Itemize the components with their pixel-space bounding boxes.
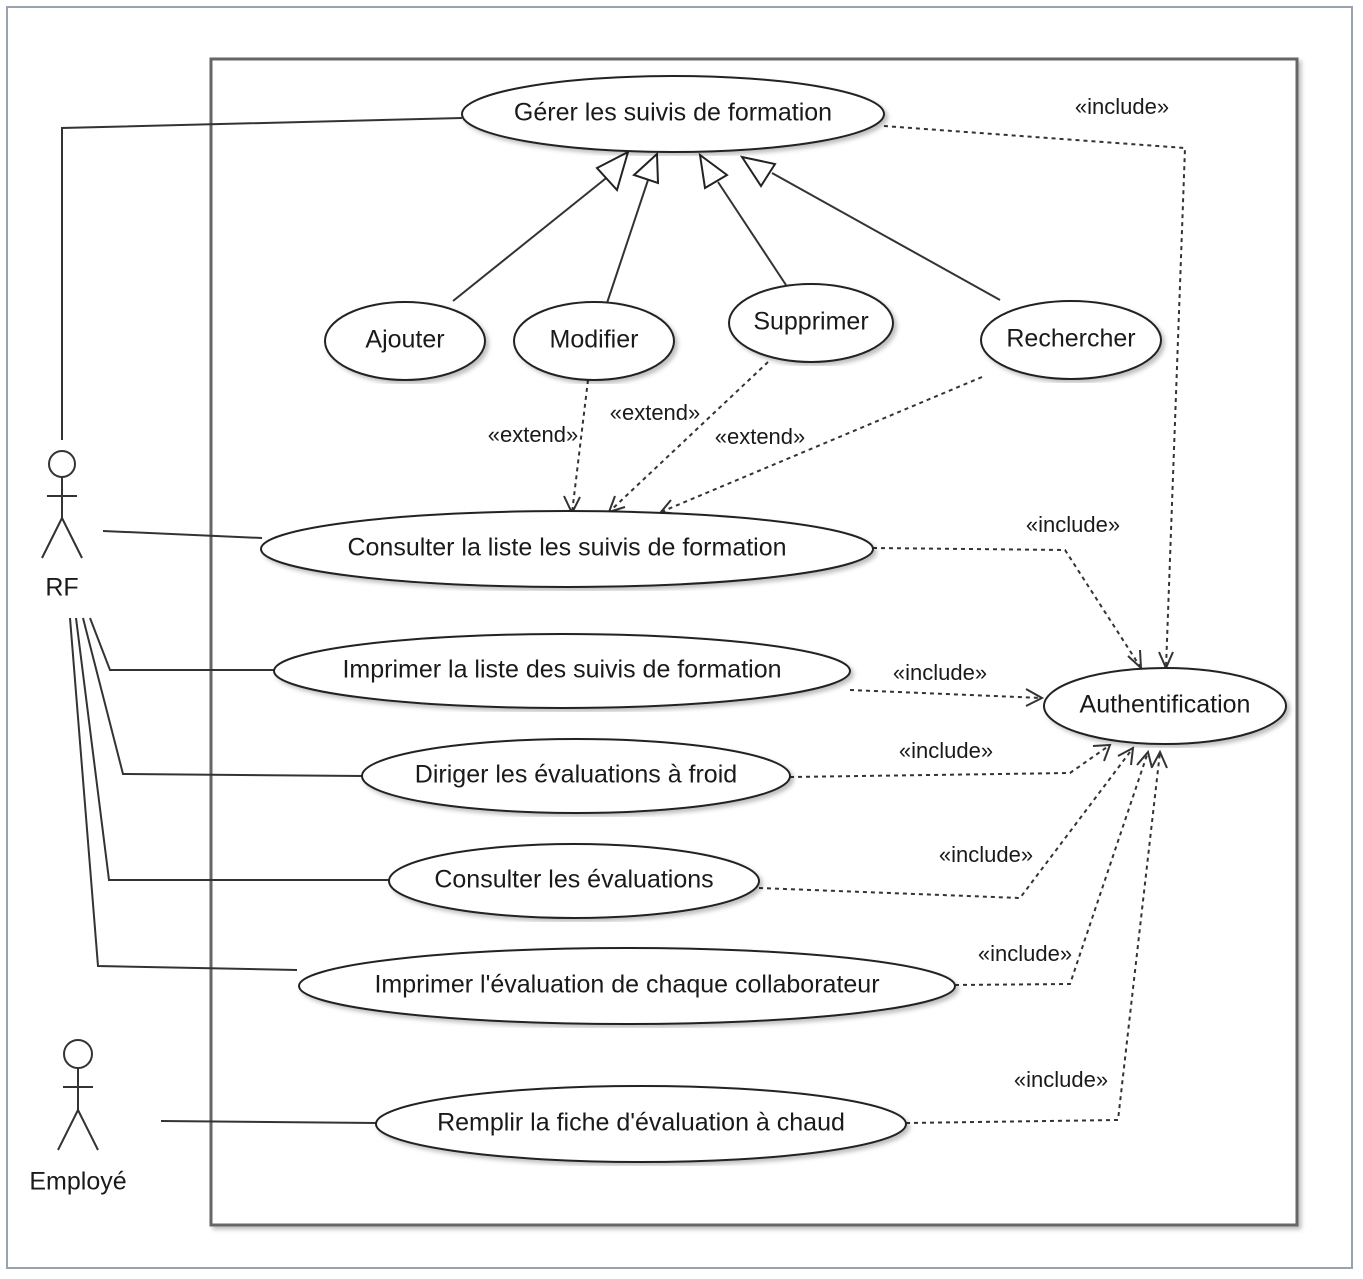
gen-modifier-arrowhead bbox=[632, 151, 660, 185]
assoc-rf-diriger bbox=[82, 617, 364, 777]
use-case-imprimer-eval-label: Imprimer l'évaluation de chaque collabor… bbox=[374, 971, 879, 999]
label-include-remplir: «include» bbox=[1014, 1067, 1108, 1092]
extend-rechercher-line bbox=[660, 376, 983, 513]
include-consulter-evals-arrowhead bbox=[1117, 746, 1135, 766]
use-case-consulter-evals[interactable]: Consulter les évaluations bbox=[388, 843, 760, 919]
include-consulter-evals-line bbox=[758, 747, 1134, 900]
use-case-remplir-label: Remplir la fiche d'évaluation à chaud bbox=[437, 1109, 845, 1137]
include-imprimer-eval-line bbox=[954, 751, 1149, 986]
assoc-employe-remplir bbox=[160, 1120, 378, 1124]
assoc-rf-imprimer-liste bbox=[89, 617, 275, 671]
use-case-imprimer-liste-label: Imprimer la liste des suivis de formatio… bbox=[342, 656, 781, 684]
actor-rf[interactable]: RF bbox=[41, 450, 83, 602]
actor-employe[interactable]: Employé bbox=[29, 1039, 127, 1196]
use-case-consulter-liste[interactable]: Consulter la liste les suivis de formati… bbox=[260, 510, 874, 588]
use-case-modifier-label: Modifier bbox=[550, 326, 639, 354]
include-consulter-liste-line bbox=[872, 547, 1142, 669]
include-relations bbox=[758, 125, 1187, 1124]
rf-associations bbox=[61, 117, 463, 971]
gen-rechercher-arrowhead bbox=[739, 155, 777, 188]
gen-ajouter-line bbox=[452, 174, 611, 302]
gen-ajouter-arrowhead bbox=[595, 150, 630, 192]
actor-employe-label: Employé bbox=[29, 1168, 126, 1196]
actor-employe-figure bbox=[57, 1039, 99, 1151]
use-case-diriger-label: Diriger les évaluations à froid bbox=[415, 761, 737, 789]
assoc-rf-consulter-liste bbox=[102, 530, 263, 539]
include-diriger-arrowhead bbox=[1092, 743, 1112, 762]
use-case-ajouter-label: Ajouter bbox=[365, 326, 444, 354]
use-case-gerer-label: Gérer les suivis de formation bbox=[514, 99, 832, 127]
use-case-consulter-evals-label: Consulter les évaluations bbox=[434, 866, 713, 894]
use-case-imprimer-liste[interactable]: Imprimer la liste des suivis de formatio… bbox=[273, 633, 851, 709]
label-include-imprimer-liste: «include» bbox=[893, 660, 987, 685]
actor-rf-figure bbox=[41, 450, 83, 559]
include-remplir-arrowhead bbox=[1151, 749, 1168, 769]
extend-modifier-line bbox=[571, 379, 589, 514]
use-case-consulter-liste-label: Consulter la liste les suivis de formati… bbox=[347, 534, 786, 562]
use-case-rechercher[interactable]: Rechercher bbox=[980, 300, 1162, 380]
relation-labels: «include» «extend» «extend» «extend» «in… bbox=[488, 94, 1169, 1092]
use-case-remplir[interactable]: Remplir la fiche d'évaluation à chaud bbox=[375, 1085, 907, 1163]
gen-modifier-line bbox=[606, 179, 649, 304]
use-case-ajouter[interactable]: Ajouter bbox=[324, 301, 486, 381]
use-case-gerer[interactable]: Gérer les suivis de formation bbox=[461, 75, 885, 153]
generalizations bbox=[452, 150, 1001, 304]
use-case-authentification[interactable]: Authentification bbox=[1043, 667, 1287, 745]
include-remplir-line bbox=[905, 751, 1161, 1124]
use-case-supprimer[interactable]: Supprimer bbox=[728, 283, 894, 363]
actor-rf-label: RF bbox=[45, 574, 78, 602]
use-case-modifier[interactable]: Modifier bbox=[513, 301, 675, 381]
use-case-supprimer-label: Supprimer bbox=[753, 308, 868, 336]
assoc-rf-imprimer-eval bbox=[69, 617, 298, 971]
use-case-diriger[interactable]: Diriger les évaluations à froid bbox=[361, 738, 791, 814]
use-case-rechercher-label: Rechercher bbox=[1006, 325, 1135, 353]
gen-supprimer-line bbox=[717, 181, 787, 286]
label-include-gerer: «include» bbox=[1075, 94, 1169, 119]
use-case-imprimer-eval[interactable]: Imprimer l'évaluation de chaque collabor… bbox=[298, 947, 956, 1025]
label-extend-rechercher: «extend» bbox=[715, 424, 806, 449]
include-imprimer-eval-arrowhead bbox=[1136, 749, 1153, 769]
label-extend-supprimer: «extend» bbox=[610, 400, 701, 425]
include-imprimer-liste-line bbox=[849, 689, 1043, 699]
assoc-rf-consulter-evals bbox=[75, 617, 389, 881]
label-include-consulter-liste: «include» bbox=[1026, 512, 1120, 537]
label-include-diriger: «include» bbox=[899, 738, 993, 763]
label-include-consulter-evals: «include» bbox=[939, 842, 1033, 867]
include-imprimer-liste-arrowhead bbox=[1025, 688, 1045, 707]
label-include-imprimer-eval: «include» bbox=[978, 941, 1072, 966]
use-case-authentification-label: Authentification bbox=[1080, 691, 1251, 719]
assoc-rf-gerer bbox=[61, 117, 463, 440]
gen-rechercher-line bbox=[771, 172, 1001, 301]
include-gerer-line bbox=[883, 125, 1187, 669]
gen-supprimer-arrowhead bbox=[698, 152, 729, 190]
include-diriger-line bbox=[789, 744, 1111, 778]
label-extend-modifier: «extend» bbox=[488, 422, 579, 447]
